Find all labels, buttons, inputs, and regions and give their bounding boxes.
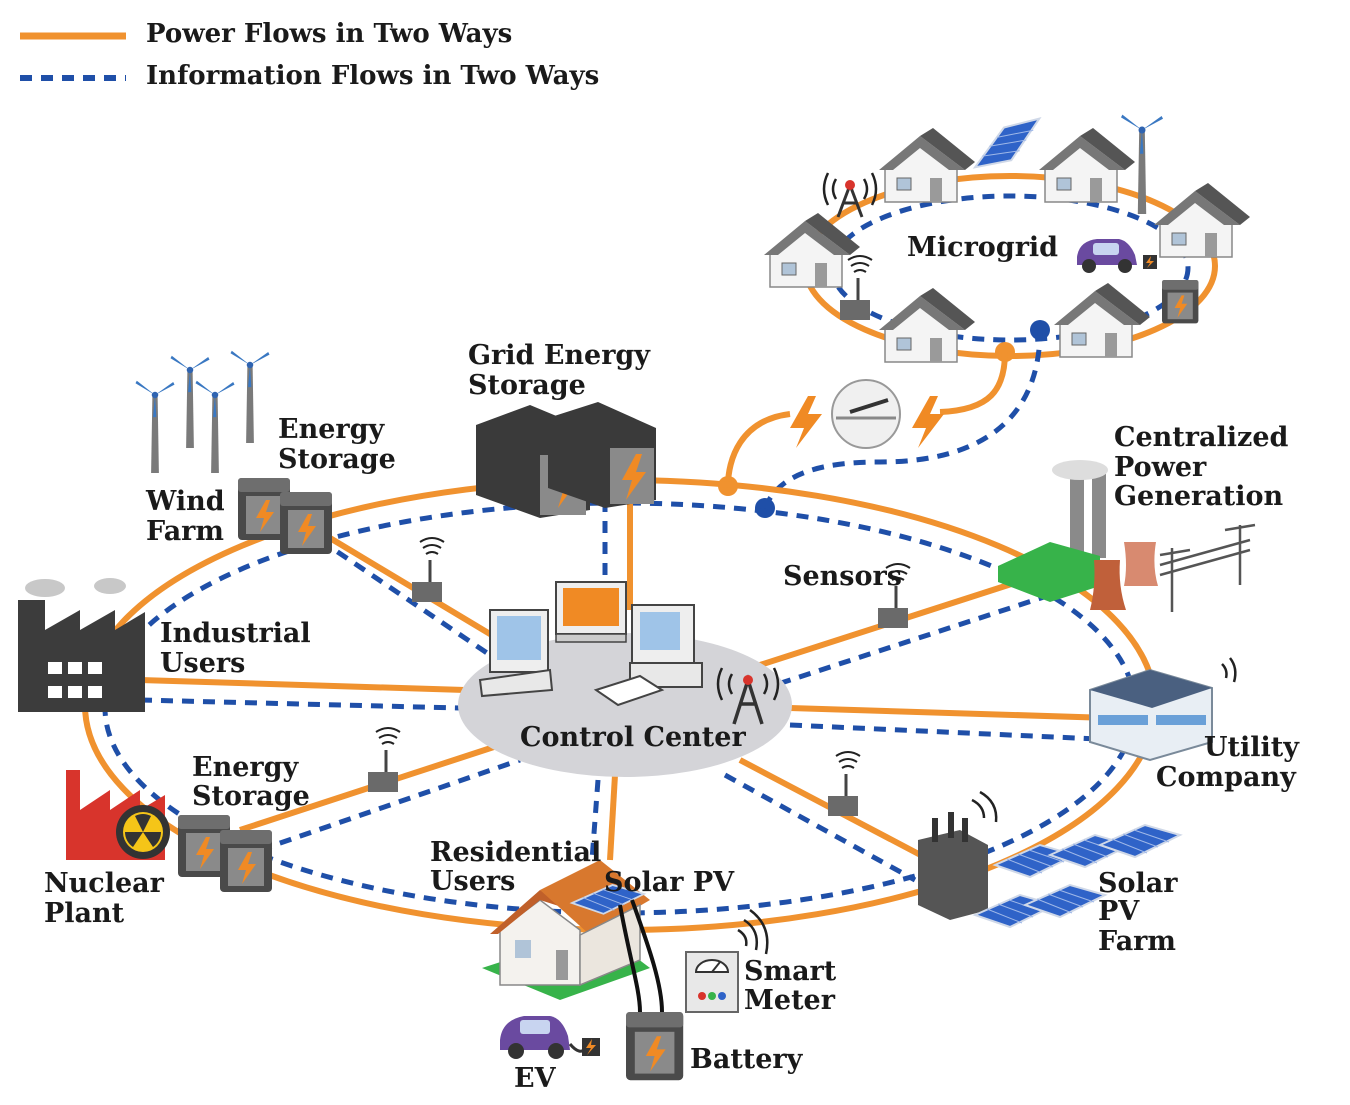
smart-meter-label-2: Meter bbox=[744, 985, 836, 1016]
switch-icon bbox=[831, 379, 901, 449]
factory-icon bbox=[18, 578, 145, 712]
computer-icon bbox=[478, 609, 554, 698]
house-icon bbox=[763, 212, 861, 288]
microgrid: Microgrid bbox=[763, 109, 1251, 363]
solar-farm-label-3: Farm bbox=[1098, 926, 1176, 957]
centralized-power-generation: Centralized Power Generation bbox=[998, 422, 1289, 612]
solar-pv-farm: Solar PV Farm bbox=[918, 790, 1181, 957]
signal-icon bbox=[1221, 657, 1237, 683]
house-icon bbox=[1053, 282, 1151, 358]
energy-storage-top-label-1: Energy bbox=[278, 414, 385, 445]
sensor-icon bbox=[838, 254, 874, 322]
wind-turbine-icon bbox=[135, 380, 175, 473]
energy-storage-bottom-label-1: Energy bbox=[192, 752, 299, 783]
grid-energy-storage: Grid Energy Storage bbox=[468, 340, 656, 518]
ev-label: EV bbox=[514, 1063, 557, 1094]
utility-company: Utility Company bbox=[1089, 657, 1300, 793]
grid-storage-label-1: Grid Energy bbox=[468, 340, 651, 371]
house-icon bbox=[1153, 182, 1251, 258]
lightning-icon bbox=[622, 454, 646, 500]
solar-farm-label-2: PV bbox=[1098, 896, 1140, 927]
smart-meter-icon bbox=[685, 951, 739, 1013]
signal-icon bbox=[737, 908, 769, 955]
wind-farm-label-2: Farm bbox=[146, 516, 224, 547]
wind-turbine-icon bbox=[230, 350, 270, 443]
solar-panel-icon bbox=[964, 109, 1052, 179]
nuclear-label-2: Plant bbox=[44, 898, 125, 929]
control-center-label: Control Center bbox=[520, 722, 746, 753]
wind-farm: Wind Farm bbox=[135, 350, 270, 547]
ev-car-icon bbox=[500, 1016, 600, 1059]
energy-storage-bottom: Energy Storage bbox=[178, 752, 310, 892]
industrial-label-1: Industrial bbox=[160, 618, 311, 649]
smart-meter: Smart Meter bbox=[685, 908, 837, 1016]
grid-storage-label-2: Storage bbox=[468, 370, 586, 401]
transformer-icon bbox=[918, 790, 998, 920]
sensor-icon bbox=[410, 536, 446, 604]
centralized-label-1: Centralized bbox=[1114, 422, 1289, 453]
smart-meter-label-1: Smart bbox=[744, 956, 837, 987]
wind-farm-label-1: Wind bbox=[145, 486, 225, 517]
computer-icon bbox=[555, 581, 627, 643]
antenna-tower-icon bbox=[716, 667, 780, 725]
house-icon bbox=[878, 127, 976, 203]
centralized-label-3: Generation bbox=[1114, 481, 1284, 512]
industrial-label-2: Users bbox=[160, 648, 245, 679]
legend-info-label: Information Flows in Two Ways bbox=[146, 61, 599, 91]
utility-label-1: Utility bbox=[1204, 732, 1300, 763]
nuclear-label-1: Nuclear bbox=[44, 868, 165, 899]
battery-icon bbox=[280, 492, 332, 554]
ev: EV bbox=[500, 1016, 600, 1094]
nuclear-plant-icon bbox=[66, 770, 170, 860]
solar-pv-label: Solar PV bbox=[604, 867, 735, 898]
lightning-icon bbox=[912, 396, 944, 448]
battery-icon bbox=[1162, 280, 1199, 324]
control-center: Control Center bbox=[458, 581, 792, 777]
residential-users: Residential Users Solar PV bbox=[430, 837, 735, 1013]
power-line-tower-icon bbox=[1159, 523, 1256, 612]
energy-storage-top: Energy Storage bbox=[238, 414, 396, 554]
wind-turbine-icon bbox=[170, 355, 210, 448]
ev-car-icon bbox=[1077, 239, 1157, 273]
nuclear-plant: Nuclear Plant bbox=[44, 770, 170, 929]
sensor-icon bbox=[826, 750, 862, 818]
residential-label-1: Residential bbox=[430, 837, 601, 868]
antenna-tower-icon bbox=[822, 172, 878, 218]
battery-label: Battery bbox=[690, 1044, 804, 1075]
industrial-users: Industrial Users bbox=[18, 578, 311, 712]
sensors-label: Sensors bbox=[783, 561, 902, 592]
microgrid-label: Microgrid bbox=[907, 232, 1058, 263]
wind-turbine-icon bbox=[195, 380, 235, 473]
lightning-icon bbox=[790, 396, 822, 448]
energy-storage-top-label-2: Storage bbox=[278, 444, 396, 475]
office-building-icon bbox=[1089, 668, 1213, 762]
battery-icon bbox=[220, 830, 272, 892]
power-plant-icon bbox=[998, 460, 1158, 610]
energy-storage-bottom-label-2: Storage bbox=[192, 781, 310, 812]
sensor-icon bbox=[366, 726, 402, 794]
computer-icon bbox=[593, 604, 703, 707]
legend-power-label: Power Flows in Two Ways bbox=[146, 19, 512, 49]
utility-label-2: Company bbox=[1156, 762, 1297, 793]
legend: Power Flows in Two Ways Information Flow… bbox=[20, 19, 599, 91]
residential-label-2: Users bbox=[430, 866, 515, 897]
home-battery: Battery bbox=[626, 1012, 804, 1081]
battery-icon bbox=[626, 1012, 684, 1081]
solar-farm-label-1: Solar bbox=[1098, 868, 1178, 899]
centralized-label-2: Power bbox=[1114, 452, 1207, 483]
